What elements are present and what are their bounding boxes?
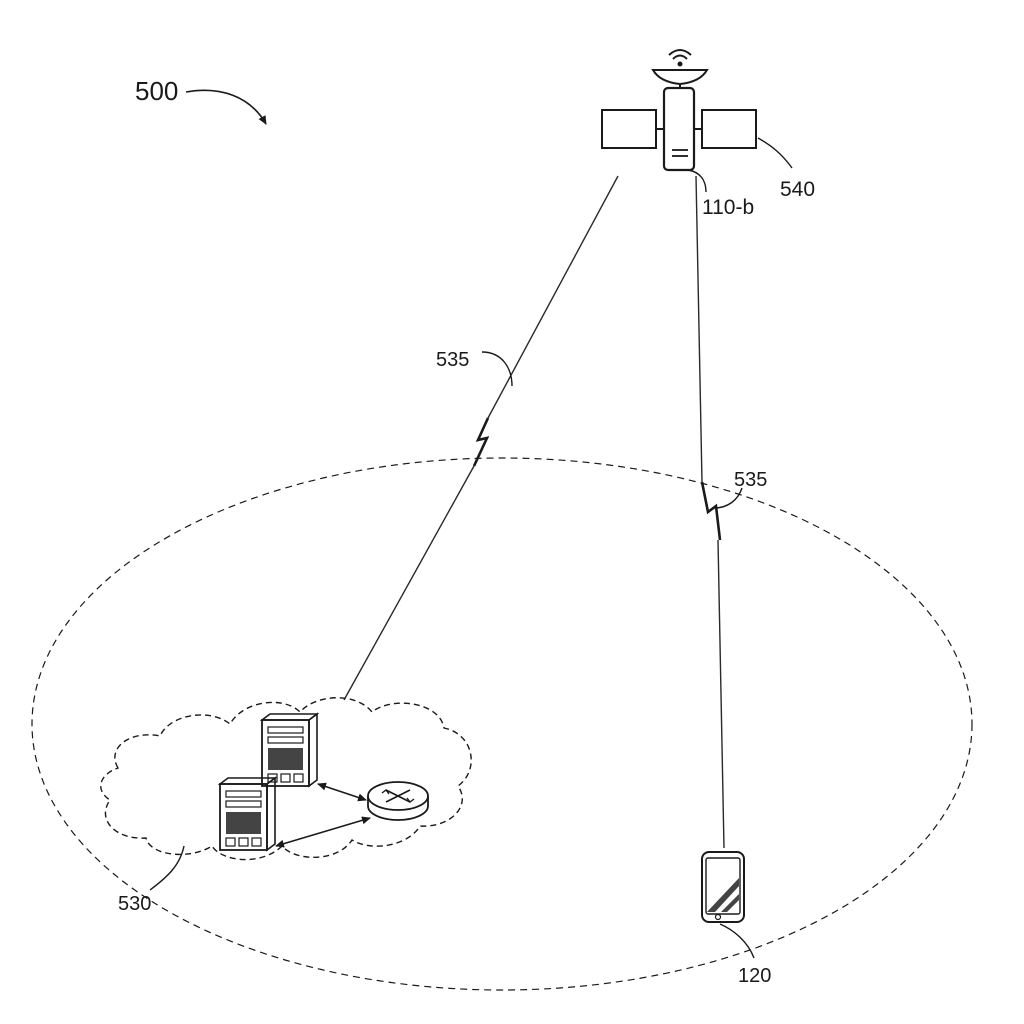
server-router-connection [317,782,367,802]
network-label: 530 [118,893,151,915]
solar-panel-left [601,109,657,149]
coverage-area [31,457,973,991]
user-device-leader-line [719,923,755,959]
feeder-link-label: 535 [436,349,469,371]
user-device-label: 120 [738,965,771,987]
satellite-body [662,86,696,172]
lightning-icon [700,481,722,541]
feeder-link [343,175,619,701]
solar-panel-right [701,109,757,149]
figure-number-arrow [185,89,267,125]
lightning-icon [472,417,490,467]
dish-antenna-icon [651,69,709,86]
server-router-connection [275,816,371,848]
smartphone-icon [701,851,745,923]
router-icon [367,781,429,821]
solar-panel-leader-line [757,137,793,169]
satellite-leader-line [687,169,707,193]
user-link [695,175,725,849]
user-link-leader-line [713,487,743,509]
server-icon [217,776,278,852]
solar-panel-label: 540 [780,178,815,201]
figure-number-label: 500 [135,76,178,106]
satellite [601,49,757,172]
user-link-label: 535 [734,469,767,491]
satellite-label: 110-b [702,196,754,219]
server-icon [259,712,320,788]
wifi-signal-icon [668,49,692,67]
feeder-link-leader-line [481,351,513,387]
network-leader-line [149,845,185,891]
network-cloud [100,697,472,861]
